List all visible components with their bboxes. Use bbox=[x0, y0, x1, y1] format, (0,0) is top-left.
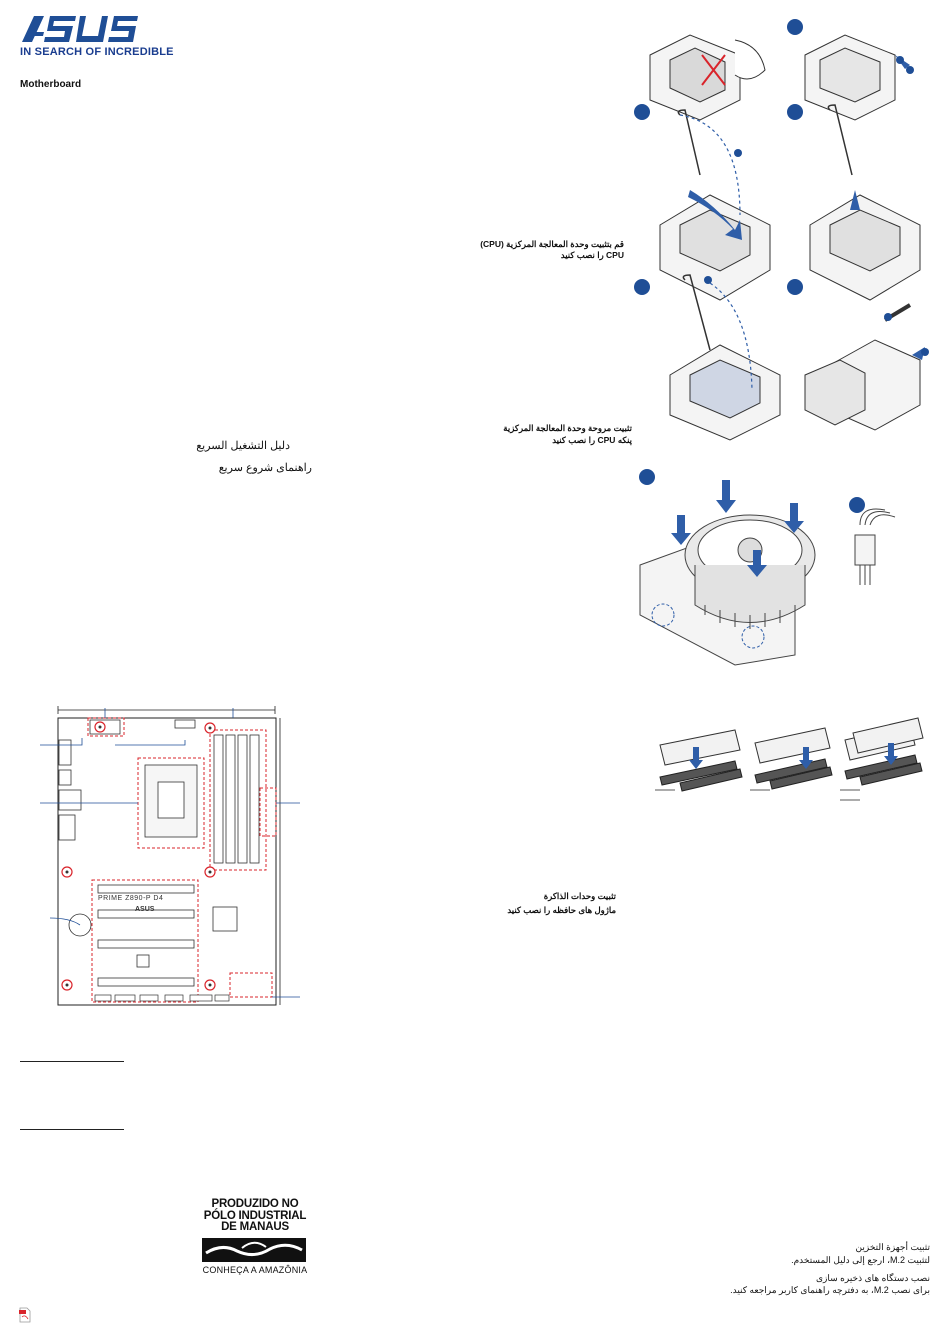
manaus-subtitle: CONHEÇA A AMAZÔNIA bbox=[202, 1264, 308, 1275]
storage-body-fa: برای نصب M.2، به دفترچه راهنمای کاربر مر… bbox=[730, 1285, 930, 1295]
manaus-title-1: PRODUZIDO NO bbox=[211, 1198, 299, 1210]
document-type-label: Motherboard bbox=[20, 79, 82, 90]
quick-start-title-ar: دليل التشغيل السريع bbox=[196, 440, 290, 452]
cpu-install-title-fa: CPU را نصب کنید bbox=[560, 250, 624, 260]
motherboard-layout: PRIME Z890-P D4 ASUS bbox=[40, 700, 300, 1010]
cpu-install-title-ar: قم بتثبيت وحدة المعالجة المركزية (CPU) bbox=[480, 239, 624, 249]
cpu-cooler-illustration bbox=[639, 469, 896, 666]
board-brand-mark: ASUS bbox=[135, 906, 155, 913]
memory-install-title-fa: ماژول های حافظه را نصب کنید bbox=[507, 905, 616, 915]
storage-title-fa: نصب دستگاه های ذخیره سازی bbox=[815, 1273, 930, 1283]
quick-start-title-fa: راهنمای شروع سریع bbox=[218, 462, 312, 474]
blank-line-2 bbox=[20, 1129, 124, 1130]
cooler-install-title-fa: پنکه CPU را نصب کنید bbox=[552, 435, 632, 445]
board-model-label: PRIME Z890-P D4 bbox=[98, 895, 164, 902]
asus-logo bbox=[22, 16, 138, 42]
brand-tagline: IN SEARCH OF INCREDIBLE bbox=[20, 46, 174, 58]
storage-body-ar: لتثبيت M.2، ارجع إلى دليل المستخدم. bbox=[791, 1255, 930, 1265]
cpu-install-illustration bbox=[634, 19, 929, 441]
manaus-band bbox=[202, 1237, 306, 1262]
manaus-industrial-logo: PRODUZIDO NO PÓLO INDUSTRIAL DE MANAUS C… bbox=[202, 1198, 308, 1275]
pdf-file-icon bbox=[19, 1307, 31, 1323]
memory-modules-illustration bbox=[655, 717, 924, 801]
manaus-title-3: DE MANAUS bbox=[221, 1221, 289, 1233]
manaus-title-2: PÓLO INDUSTRIAL bbox=[203, 1209, 307, 1222]
storage-title-ar: تثبيت أجهزة التخزين bbox=[855, 1242, 930, 1252]
memory-install-title-ar: تثبيت وحدات الذاكرة bbox=[543, 891, 616, 901]
blank-line-1 bbox=[20, 1061, 124, 1062]
cooler-install-title-ar: تثبيت مروحة وحدة المعالجة المركزية bbox=[503, 423, 632, 433]
